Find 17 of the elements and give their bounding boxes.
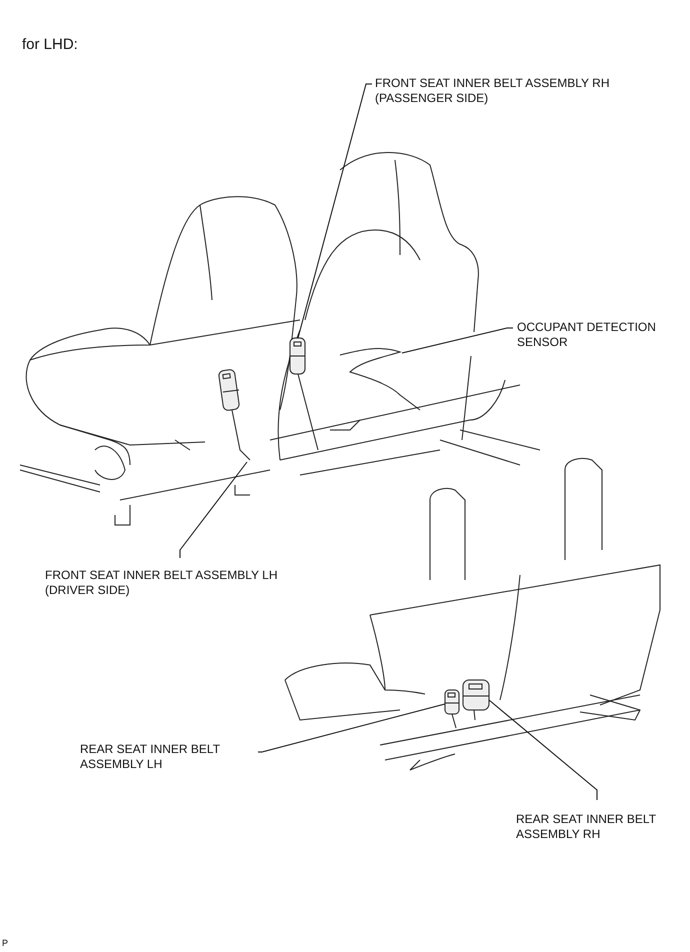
leader-line — [180, 462, 248, 558]
seat-belt-buckle-drawing — [290, 338, 318, 450]
callout-label: FRONT SEAT INNER BELT ASSEMBLY LH (DRIVER SIDE) — [45, 568, 305, 598]
callout-label: REAR SEAT INNER BELT ASSEMBLY LH — [80, 742, 260, 772]
callout-label: OCCUPANT DETECTION SENSOR — [517, 320, 687, 350]
callout-label: REAR SEAT INNER BELT ASSEMBLY RH — [516, 812, 686, 842]
sensor-drawing — [340, 348, 420, 410]
leader-line — [488, 700, 598, 800]
leader-line — [402, 328, 514, 354]
seat-belt-buckle-drawing — [218, 368, 250, 460]
figure-code: P — [2, 938, 8, 948]
callout-label: FRONT SEAT INNER BELT ASSEMBLY RH (PASSENGER SIDE) — [375, 76, 675, 106]
leader-line — [298, 84, 372, 338]
leader-line — [258, 704, 446, 752]
seat-belt-buckle-drawing — [462, 680, 490, 720]
heading: for LHD: — [22, 36, 78, 54]
seat-belt-buckle-drawing — [444, 690, 460, 728]
